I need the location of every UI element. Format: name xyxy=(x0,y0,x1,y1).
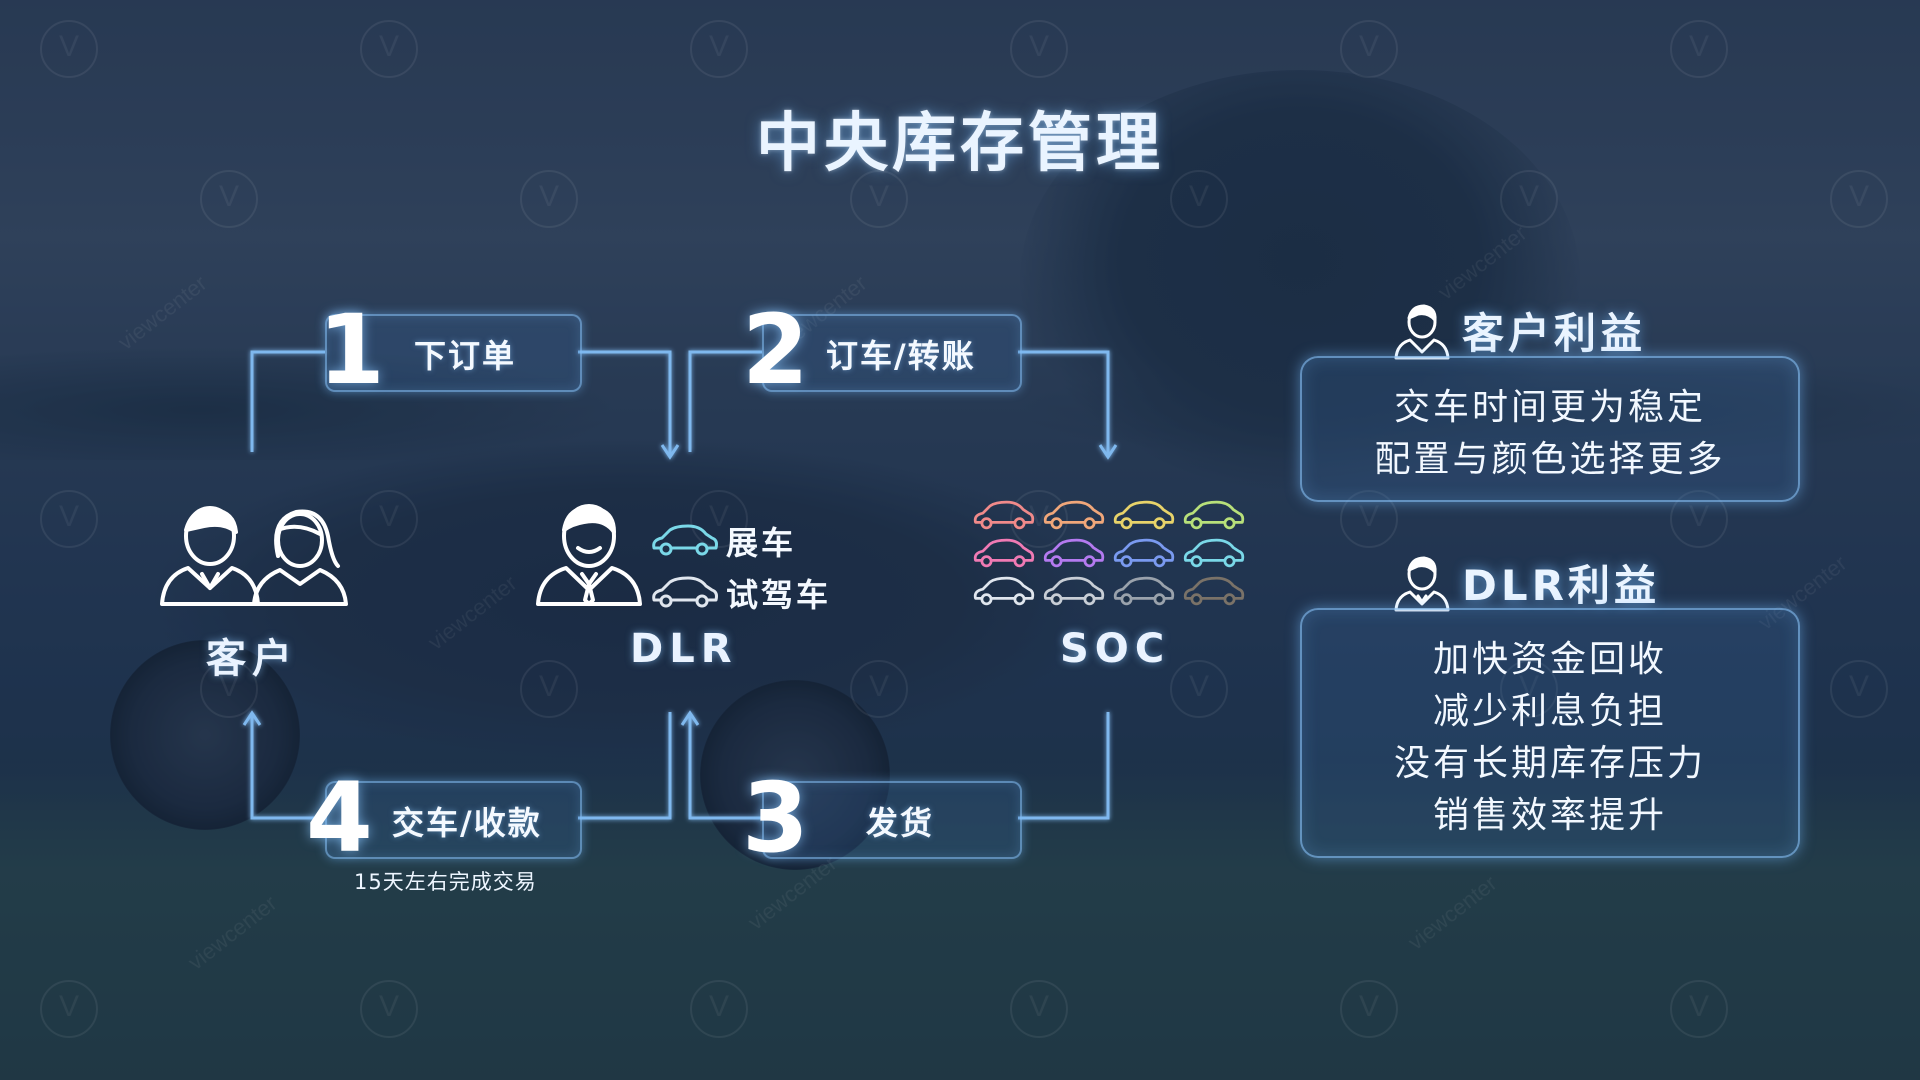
watermark-logo xyxy=(1830,660,1888,718)
soc-car-icon xyxy=(1183,500,1245,530)
watermark-logo xyxy=(1340,20,1398,78)
step-3-label: 发货 xyxy=(866,804,935,842)
show-car-icon xyxy=(652,524,718,556)
watermark-logo xyxy=(40,980,98,1038)
watermark-logo xyxy=(1010,980,1068,1038)
page-title: 中央库存管理 xyxy=(756,107,1164,181)
watermark-logo xyxy=(690,20,748,78)
soc-car-icon xyxy=(1113,500,1175,530)
watermark-logo xyxy=(850,170,908,228)
soc-car-icon xyxy=(1183,538,1245,568)
step-1-box xyxy=(325,314,582,392)
watermark-logo xyxy=(1010,20,1068,78)
soc-car-icon xyxy=(1113,538,1175,568)
dlr-label: DLR xyxy=(630,626,738,672)
soc-car-icon xyxy=(1113,576,1175,606)
benefit-line: 没有长期库存压力 xyxy=(1393,743,1706,784)
step-2-label: 订车/转账 xyxy=(826,337,976,375)
watermark-logo xyxy=(1830,170,1888,228)
dlr-benefit-panel: 加快资金回收 减少利息负担 没有长期库存压力 销售效率提升 xyxy=(1300,608,1800,858)
soc-car-icon xyxy=(973,576,1035,606)
watermark-logo xyxy=(1500,660,1558,718)
customer-icon xyxy=(160,506,348,606)
step-2-box xyxy=(762,314,1022,392)
watermark-logo xyxy=(360,20,418,78)
watermark-logo xyxy=(1340,490,1398,548)
soc-car-grid xyxy=(970,498,1250,610)
customer-benefit-icon xyxy=(1394,304,1450,360)
soc-car-icon xyxy=(973,538,1035,568)
step-3-number: 3 xyxy=(742,762,809,874)
watermark-logo xyxy=(850,660,908,718)
step-3-box xyxy=(762,781,1022,859)
watermark-logo xyxy=(520,170,578,228)
dlr-person-icon xyxy=(536,504,642,606)
step-4-number: 4 xyxy=(306,762,373,874)
benefit-line: 配置与颜色选择更多 xyxy=(1374,439,1726,480)
watermark-logo xyxy=(1170,660,1228,718)
step-4-note: 15天左右完成交易 xyxy=(354,870,537,894)
watermark-logo xyxy=(520,660,578,718)
step-4-label: 交车/收款 xyxy=(392,804,542,842)
soc-car-icon xyxy=(973,500,1035,530)
soc-car-icon xyxy=(1043,500,1105,530)
soc-car-icon xyxy=(1043,538,1105,568)
watermark-logo xyxy=(40,490,98,548)
watermark-logo xyxy=(40,20,98,78)
dlr-benefit-icon xyxy=(1394,556,1450,612)
test-drive-car-label: 试驾车 xyxy=(726,576,832,614)
soc-label: SOC xyxy=(1060,626,1171,672)
customer-benefit-panel: 交车时间更为稳定 配置与颜色选择更多 xyxy=(1300,356,1800,502)
soc-car-icon xyxy=(1183,576,1245,606)
step-2-number: 2 xyxy=(742,294,809,406)
watermark-logo xyxy=(360,490,418,548)
show-car-label: 展车 xyxy=(726,524,797,562)
watermark-logo xyxy=(360,980,418,1038)
step-1-number: 1 xyxy=(318,294,385,406)
test-drive-car-icon xyxy=(652,576,718,608)
watermark-logo xyxy=(1170,170,1228,228)
watermark-logo xyxy=(690,980,748,1038)
watermark-logo xyxy=(200,170,258,228)
watermark-logo xyxy=(1500,170,1558,228)
step-4-box xyxy=(325,781,582,859)
benefit-line: 交车时间更为稳定 xyxy=(1393,387,1706,428)
benefit-line: 销售效率提升 xyxy=(1432,795,1667,836)
step-1-label: 下订单 xyxy=(414,337,517,375)
customer-benefit-title: 客户利益 xyxy=(1462,309,1647,358)
customer-label: 客户 xyxy=(206,636,298,682)
dlr-benefit-title: DLR利益 xyxy=(1462,561,1660,610)
benefit-line: 加快资金回收 xyxy=(1432,639,1667,680)
soc-car-icon xyxy=(1043,576,1105,606)
watermark-logo xyxy=(1670,490,1728,548)
benefit-line: 减少利息负担 xyxy=(1432,691,1667,732)
watermark-logo xyxy=(200,660,258,718)
watermark-logo xyxy=(1670,980,1728,1038)
watermark-logo xyxy=(1670,20,1728,78)
watermark-logo xyxy=(1340,980,1398,1038)
